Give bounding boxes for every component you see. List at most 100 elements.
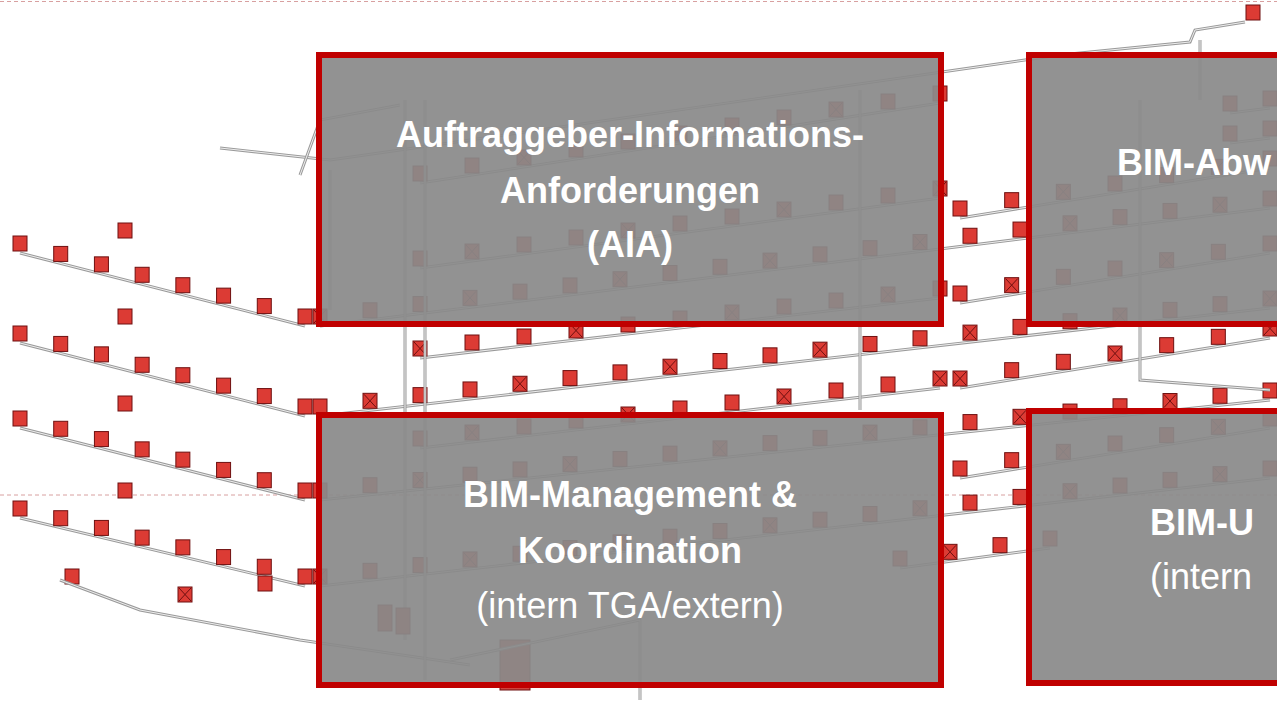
- outlet-symbol: [217, 378, 231, 393]
- outlet-symbol: [135, 267, 149, 282]
- outlet-symbol: [463, 382, 477, 397]
- pipe-highlight: [20, 428, 305, 500]
- outlet-symbol: [1013, 319, 1027, 334]
- pipe: [20, 343, 305, 416]
- outlet-symbol: [257, 559, 271, 574]
- outlet-symbol: [1213, 388, 1227, 403]
- outlet-symbol: [1013, 489, 1027, 504]
- outlet-symbol: [257, 389, 271, 404]
- outlet-symbol: [663, 359, 677, 374]
- outlet-symbol: [176, 278, 190, 293]
- outlet-symbol: [1005, 363, 1019, 378]
- outlet-symbol: [217, 288, 231, 303]
- box-heading: BIM-U: [1150, 496, 1254, 550]
- box-heading: Auftraggeber-Informations- Anforderungen: [335, 107, 925, 219]
- outlet-symbol: [94, 520, 108, 535]
- outlet-symbol: [763, 348, 777, 363]
- outlet-symbol: [178, 587, 192, 602]
- outlet-symbol: [118, 483, 132, 498]
- pipe: [960, 338, 1270, 388]
- outlet-symbol: [54, 246, 68, 261]
- outlet-symbol: [777, 389, 791, 404]
- outlet-symbol: [13, 236, 27, 251]
- outlet-symbol: [713, 354, 727, 369]
- outlet-symbol: [13, 501, 27, 516]
- outlet-symbol: [563, 371, 577, 386]
- outlet-symbol: [1160, 338, 1174, 353]
- outlet-symbol: [118, 223, 132, 238]
- outlet-symbol: [298, 309, 312, 324]
- outlet-symbol: [298, 569, 312, 584]
- outlet-symbol: [1005, 278, 1019, 293]
- outlet-symbol: [1013, 222, 1027, 237]
- outlet-symbol: [953, 286, 967, 301]
- topic-box: BIM-Management & Koordination(intern TGA…: [316, 412, 944, 688]
- outlet-symbol: [363, 393, 377, 408]
- outlet-symbol: [176, 368, 190, 383]
- outlet-symbol: [118, 396, 132, 411]
- outlet-symbol: [257, 299, 271, 314]
- outlet-symbol: [953, 201, 967, 216]
- outlet-symbol: [94, 432, 108, 447]
- outlet-symbol: [13, 326, 27, 341]
- outlet-symbol: [963, 228, 977, 243]
- pipe-highlight: [960, 338, 1270, 388]
- outlet-symbol: [953, 371, 967, 386]
- outlet-symbol: [1056, 354, 1070, 369]
- outlet-symbol: [863, 336, 877, 351]
- pipe: [20, 253, 305, 326]
- outlet-symbol: [933, 371, 947, 386]
- outlet-symbol: [1005, 453, 1019, 468]
- outlet-symbol: [135, 442, 149, 457]
- outlet-symbol: [118, 309, 132, 324]
- outlet-symbol: [13, 411, 27, 426]
- pipe-highlight: [20, 253, 305, 326]
- text-group: Auftraggeber-Informations- Anforderungen…: [335, 107, 925, 273]
- box-heading: BIM-Management & Koordination: [415, 467, 845, 579]
- box-subtitle: (intern TGA/extern): [415, 579, 845, 633]
- pipe-highlight: [20, 343, 305, 416]
- outlet-symbol: [725, 395, 739, 410]
- outlet-symbol: [1005, 193, 1019, 208]
- outlet-symbol: [465, 335, 479, 350]
- outlet-symbol: [963, 495, 977, 510]
- outlet-symbol: [258, 576, 272, 591]
- pipe: [20, 428, 305, 500]
- outlet-symbol: [613, 365, 627, 380]
- box-heading: BIM-Abw: [1117, 136, 1271, 190]
- outlet-symbol: [257, 473, 271, 488]
- topic-box: BIM-U(intern: [1026, 408, 1277, 686]
- text-group: BIM-U(intern: [1150, 496, 1254, 604]
- outlet-symbol: [913, 331, 927, 346]
- outlet-symbol: [513, 376, 527, 391]
- outlet-symbol: [829, 383, 843, 398]
- outlet-symbol: [953, 461, 967, 476]
- outlet-symbol: [176, 452, 190, 467]
- outlet-symbol: [1246, 5, 1260, 20]
- outlet-symbol: [881, 377, 895, 392]
- text-group: BIM-Abw: [1117, 136, 1271, 190]
- outlet-symbol: [94, 347, 108, 362]
- outlet-symbol: [54, 336, 68, 351]
- outlet-symbol: [217, 462, 231, 477]
- outlet-symbol: [176, 540, 190, 555]
- outlet-symbol: [94, 257, 108, 272]
- topic-box: Auftraggeber-Informations- Anforderungen…: [316, 52, 944, 327]
- outlet-symbol: [517, 329, 531, 344]
- text-group: BIM-Management & Koordination(intern TGA…: [415, 467, 845, 633]
- outlet-symbol: [217, 550, 231, 565]
- outlet-symbol: [963, 325, 977, 340]
- outlet-symbol: [1013, 409, 1027, 424]
- box-subtitle: (intern: [1150, 550, 1254, 604]
- outlet-symbol: [1163, 394, 1177, 409]
- outlet-symbol: [298, 483, 312, 498]
- outlet-symbol: [54, 511, 68, 526]
- box-subtitle: (AIA): [335, 218, 925, 272]
- outlet-symbol: [963, 415, 977, 430]
- outlet-symbol: [943, 544, 957, 559]
- outlet-symbol: [1211, 329, 1225, 344]
- outlet-symbol: [54, 421, 68, 436]
- outlet-symbol: [298, 399, 312, 414]
- outlet-symbol: [993, 538, 1007, 553]
- outlet-symbol: [1108, 346, 1122, 361]
